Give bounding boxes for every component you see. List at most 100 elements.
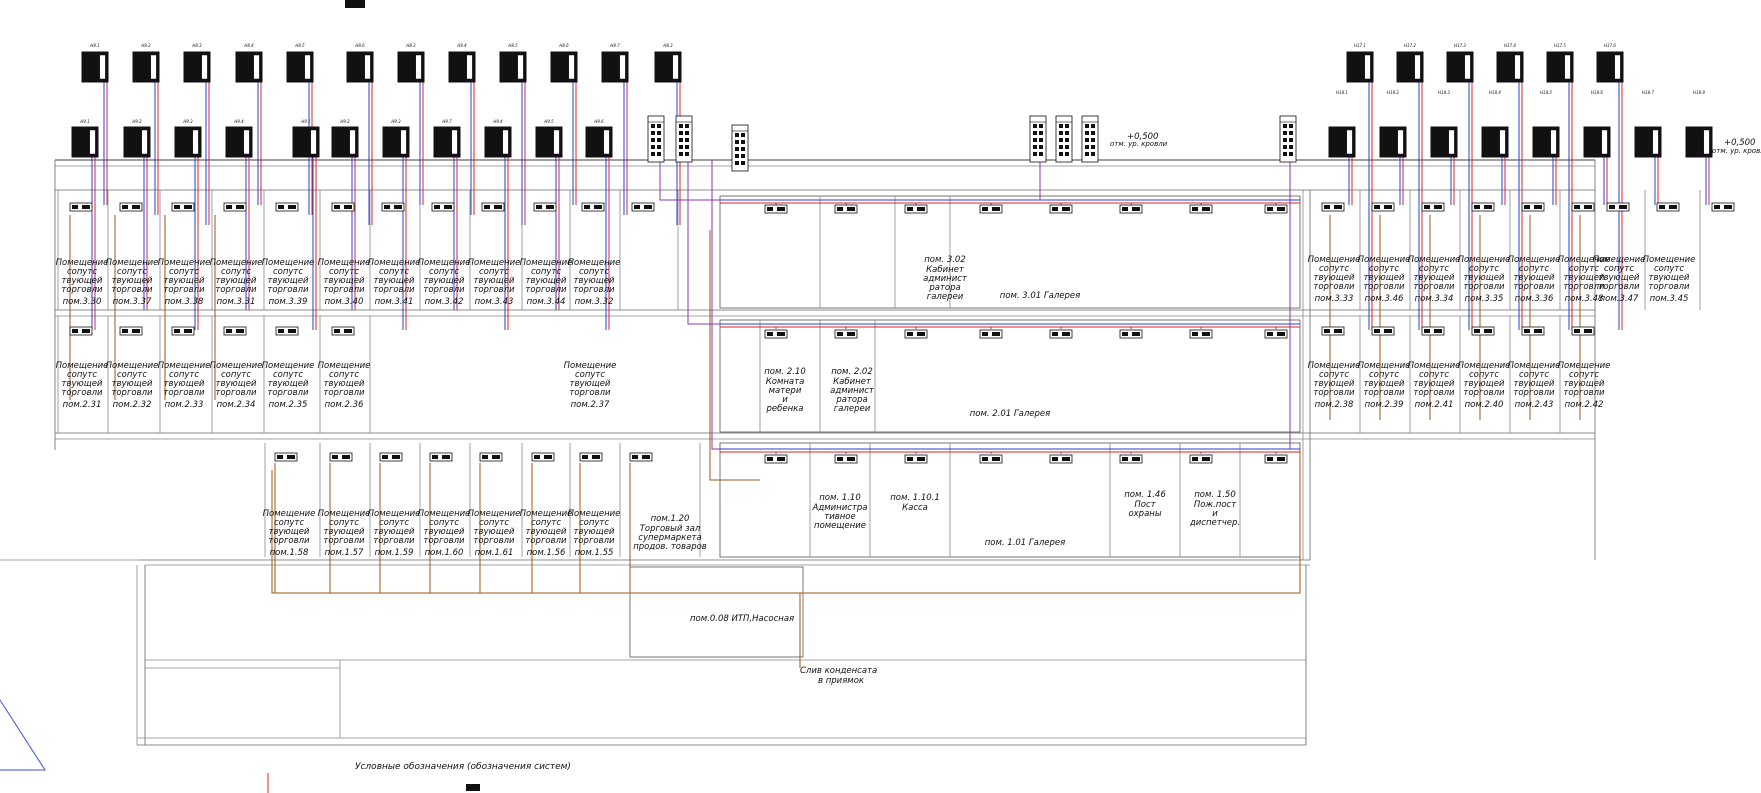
- indoor-unit-floor3: [581, 202, 605, 212]
- room-name-line: сопутс: [221, 370, 251, 380]
- indoor-unit-coil: [432, 455, 438, 459]
- tower-unit-vent: [1033, 138, 1037, 142]
- room-name-line: торговли: [473, 285, 515, 295]
- indoor-unit-body: [1049, 454, 1073, 464]
- indoor-unit-coil: [226, 205, 232, 209]
- outdoor-unit-grille: [150, 54, 157, 80]
- room-name-line: торговли: [1463, 282, 1505, 292]
- indoor-unit-body: [69, 326, 93, 336]
- room-name-line: Помещение: [1358, 361, 1411, 371]
- outdoor-unit-tag: Н9.3: [391, 119, 401, 124]
- indoor-unit-coil: [1424, 205, 1430, 209]
- outdoor-unit-upper: [1596, 51, 1624, 83]
- office-3-line: админист: [923, 274, 968, 284]
- room-name-line: Помещение: [210, 258, 263, 268]
- room-name-line: торговли: [1463, 388, 1505, 398]
- indoor-unit-body: [1571, 326, 1595, 336]
- indoor-unit-body: [1371, 326, 1395, 336]
- indoor-unit-right3: [1521, 202, 1545, 212]
- tower-unit-vent: [741, 161, 745, 165]
- outdoor-unit-upper: [235, 51, 263, 83]
- room-name-line: Помещение: [56, 361, 109, 371]
- outdoor-unit-upper: [286, 51, 314, 83]
- tower-unit-vent: [1065, 138, 1069, 142]
- room-name-line: твующей: [216, 379, 257, 389]
- room-name-line: сопутс: [1519, 264, 1549, 274]
- room-name-line: твующей: [1649, 273, 1690, 283]
- indoor-unit-fan: [546, 205, 554, 209]
- indoor-unit-coil: [332, 455, 338, 459]
- tower-unit-vent: [741, 133, 745, 137]
- indoor-unit-coil: [907, 457, 913, 461]
- indoor-unit-body: [275, 202, 299, 212]
- indoor-unit-body: [481, 202, 505, 212]
- room-name-line: Помещение: [263, 509, 316, 519]
- room-name-line: сопутс: [1319, 264, 1349, 274]
- admin-room-line: Администра: [812, 503, 868, 513]
- office-2-line: Кабинет: [833, 377, 872, 387]
- outdoor-unit-grille: [451, 129, 458, 155]
- room-name-line: сопутс: [274, 518, 304, 528]
- indoor-unit-floor2: [223, 326, 247, 336]
- outdoor-unit-tag: Н8.4: [244, 43, 254, 48]
- room-name-line: твующей: [164, 276, 205, 286]
- indoor-unit-gallery: [904, 454, 928, 464]
- tower-unit-vent: [657, 152, 661, 156]
- indoor-unit-fan: [1669, 205, 1677, 209]
- outdoor-unit-grille: [1397, 129, 1404, 155]
- indoor-unit-body: [1521, 202, 1545, 212]
- room-number-f3: пом.3.37: [113, 297, 152, 307]
- room-number-f2: пом.2.35: [269, 400, 308, 410]
- indoor-unit-floor1: [579, 452, 603, 462]
- gallery-1-label: пом. 1.01 Галерея: [985, 538, 1066, 548]
- indoor-unit-floor3: [223, 202, 247, 212]
- outdoor-unit-tag: Н8.3: [663, 43, 673, 48]
- indoor-unit-coil: [122, 329, 128, 333]
- room-name-line: торговли: [1413, 388, 1455, 398]
- indoor-unit-body: [629, 452, 653, 462]
- vrf-tower-unit-7: [1279, 115, 1297, 163]
- indoor-unit-coil: [1267, 457, 1273, 461]
- room-name-line: Помещение: [210, 361, 263, 371]
- indoor-unit-coil: [1474, 329, 1480, 333]
- outdoor-unit-tag: Н17.3: [1454, 43, 1466, 48]
- room-name-line: торговли: [111, 285, 153, 295]
- indoor-unit-fan: [917, 207, 925, 211]
- tower-unit-vent: [741, 147, 745, 151]
- outdoor-unit-lower-right: [1379, 126, 1407, 158]
- indoor-unit-coil: [982, 207, 988, 211]
- outdoor-unit-tag: Н9.6: [594, 119, 604, 124]
- room-name-line: твующей: [324, 276, 365, 286]
- outdoor-unit-tag: Н8.6: [355, 43, 365, 48]
- indoor-unit-coil: [982, 332, 988, 336]
- indoor-unit-body: [479, 452, 503, 462]
- tower-unit-vent: [679, 124, 683, 128]
- room-name-line: сопутс: [1419, 370, 1449, 380]
- indoor-unit-fan: [442, 455, 450, 459]
- indoor-unit-coil: [174, 205, 180, 209]
- tower-unit-vent: [1065, 145, 1069, 149]
- indoor-unit-fan: [236, 329, 244, 333]
- indoor-unit-coil: [1052, 457, 1058, 461]
- tower-unit-vent: [1091, 152, 1095, 156]
- guard-room-line: Пост: [1134, 500, 1156, 510]
- sales-hall-line: супермаркета: [638, 533, 701, 543]
- tower-unit-vent: [657, 124, 661, 128]
- room-name-line: торговли: [1513, 388, 1555, 398]
- outdoor-unit-grille: [304, 54, 311, 80]
- sales-hall-number: пом.1.20: [651, 514, 690, 524]
- indoor-unit-fan: [287, 455, 295, 459]
- room-name-line: торговли: [573, 536, 615, 546]
- outdoor-unit-tag: Н17.4: [1504, 43, 1516, 48]
- elevation-value-right: +0,500: [1724, 138, 1755, 148]
- room-name-line: торговли: [1563, 282, 1605, 292]
- indoor-unit-fan: [1484, 205, 1492, 209]
- tower-unit-body: [1081, 115, 1099, 163]
- room-name-line: твующей: [1514, 379, 1555, 389]
- outdoor-unit-grille: [619, 54, 626, 80]
- outdoor-unit-tag: Н9.7: [442, 119, 452, 124]
- outdoor-unit-tag: Н9.4: [493, 119, 503, 124]
- room-name-line: Помещение: [468, 509, 521, 519]
- indoor-unit-fan: [544, 455, 552, 459]
- tower-unit-vent: [1289, 152, 1293, 156]
